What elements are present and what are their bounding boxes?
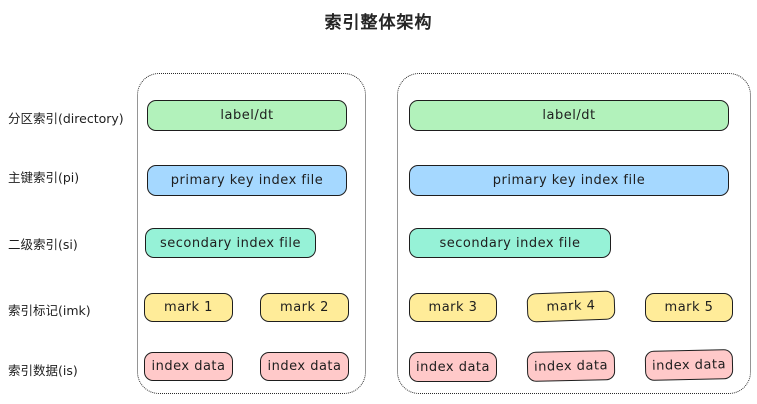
mark-1-box: mark 1 bbox=[144, 293, 233, 322]
secondary-index-file-box-1: secondary index file bbox=[145, 228, 316, 258]
partition-group-1 bbox=[137, 73, 366, 394]
secondary-index-file-box-2: secondary index file bbox=[409, 228, 611, 258]
index-data-box-2a: index data bbox=[409, 352, 497, 382]
index-data-box-2b: index data bbox=[526, 350, 616, 382]
mark-3-box: mark 3 bbox=[409, 293, 497, 322]
mark-4-box: mark 4 bbox=[526, 290, 616, 323]
row-label-partition-index: 分区索引(directory) bbox=[8, 111, 124, 126]
row-label-primary-index: 主键索引(pi) bbox=[8, 170, 80, 185]
row-label-index-mark: 索引标记(imk) bbox=[8, 303, 91, 318]
partition-group-2 bbox=[397, 73, 751, 394]
row-label-secondary-index: 二级索引(si) bbox=[8, 237, 78, 252]
primary-key-index-file-box-1: primary key index file bbox=[147, 165, 347, 196]
index-data-box-1a: index data bbox=[144, 352, 233, 381]
label-dt-box-2: label/dt bbox=[409, 100, 729, 131]
primary-key-index-file-box-2: primary key index file bbox=[409, 165, 729, 196]
mark-2-box: mark 2 bbox=[260, 293, 349, 322]
diagram-title: 索引整体架构 bbox=[324, 13, 433, 33]
row-label-index-data: 索引数据(is) bbox=[8, 363, 78, 378]
index-data-box-2c: index data bbox=[644, 349, 734, 381]
label-dt-box-1: label/dt bbox=[147, 100, 347, 131]
index-data-box-1b: index data bbox=[260, 352, 349, 381]
mark-5-box: mark 5 bbox=[645, 293, 733, 322]
